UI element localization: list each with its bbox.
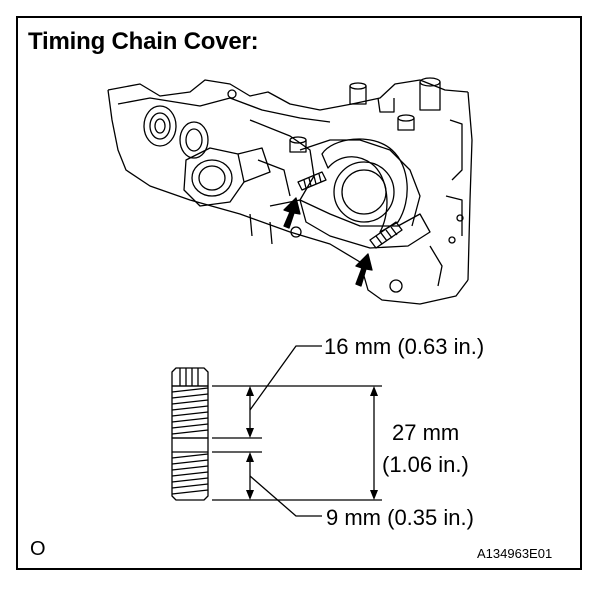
timing-chain-cover-drawing bbox=[107, 77, 473, 305]
figure-title: Timing Chain Cover: bbox=[28, 28, 259, 55]
corner-mark: O bbox=[30, 538, 46, 560]
dimension-lines bbox=[212, 345, 382, 517]
dimension-label-short-section: 16 mm (0.63 in.) bbox=[324, 334, 485, 359]
stud-arrows bbox=[283, 197, 373, 287]
dimension-label-long-section: 9 mm (0.35 in.) bbox=[326, 505, 474, 530]
dimension-arrowheads bbox=[246, 386, 378, 500]
stud-bolt-drawing bbox=[171, 367, 209, 501]
dimension-label-total-in: (1.06 in.) bbox=[382, 452, 469, 477]
figure-frame bbox=[16, 16, 582, 570]
figure-code: A134963E01 bbox=[477, 546, 553, 561]
dimension-label-total-mm: 27 mm bbox=[392, 420, 460, 445]
